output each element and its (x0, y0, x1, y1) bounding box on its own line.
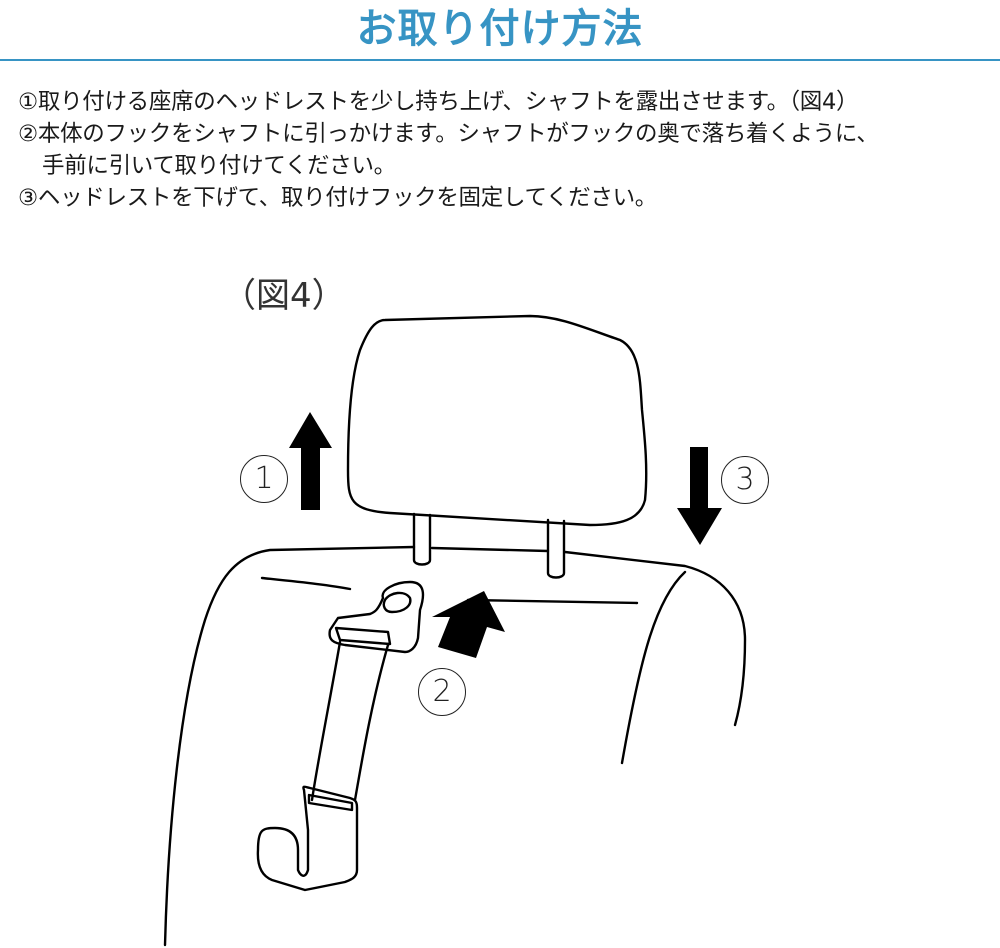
strap (310, 640, 390, 802)
strap-buckle-top (334, 626, 392, 646)
seat-seam-left (260, 576, 352, 591)
callout-3: 3 (721, 456, 769, 504)
instruction-step-1: ①取り付ける座席のヘッドレストを少し持ち上げ、シャフトを露出させます。（図4） (18, 89, 859, 115)
title-divider (0, 59, 1000, 61)
seat-shoulder-line (620, 570, 687, 765)
arrow-diagonal-up-right-icon (432, 591, 505, 658)
arrow-down-icon (677, 447, 722, 545)
hook-top (328, 580, 425, 654)
hook-top-inner (382, 591, 412, 614)
headrest (346, 314, 648, 527)
instruction-step-2-continued: 手前に引いて取り付けてください。 (42, 153, 396, 179)
instruction-step-3: ③ヘッドレストを下げて、取り付けフックを固定してください。 (18, 185, 657, 211)
headrest-shaft-left (412, 512, 432, 566)
seat-seam-right (466, 598, 639, 605)
arrow-up-icon (289, 412, 332, 510)
seat-back-outline (163, 545, 747, 947)
instruction-step-2: ②本体のフックをシャフトに引っかけます。シャフトがフックの奥で落ち着くように、 (18, 121, 879, 147)
callout-1: 1 (240, 455, 288, 503)
strap-buckle-slot (307, 793, 354, 812)
figure-label: （図4） (222, 276, 346, 316)
headrest-shaft-right (546, 518, 566, 579)
callout-2: 2 (418, 668, 466, 716)
strap-buckle-bottom (256, 785, 359, 892)
instruction-list: ①取り付ける座席のヘッドレストを少し持ち上げ、シャフトを露出させます。（図4） … (18, 86, 993, 214)
page-title: お取り付け方法 (356, 6, 644, 52)
